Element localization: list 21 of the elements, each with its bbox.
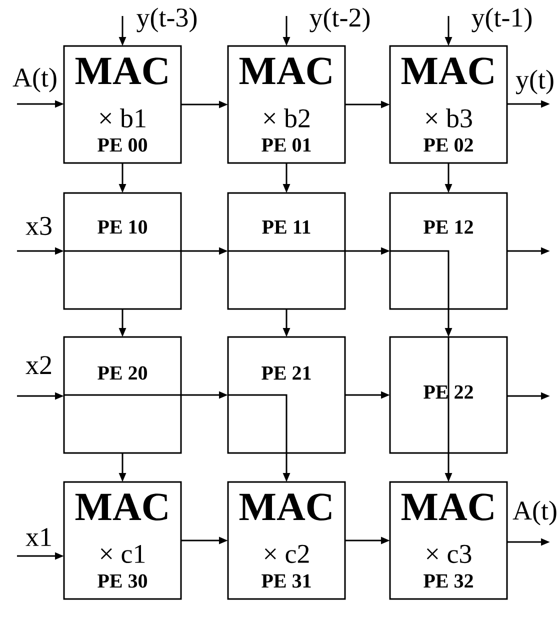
edge-label: x3	[26, 216, 52, 236]
edge-label: A(t)	[12, 68, 56, 92]
pe-box: PE 10	[63, 192, 182, 310]
pe-box: MAC × b3 PE 02	[389, 45, 508, 164]
pe-box: PE 22	[389, 336, 508, 454]
pe-box: MAC × c1 PE 30	[63, 481, 182, 600]
edge-label: y(t-1)	[472, 8, 532, 32]
pe-box: MAC × c2 PE 31	[227, 481, 346, 600]
pe-box: PE 11	[227, 192, 346, 310]
pe-box: PE 12	[389, 192, 508, 310]
pe-box: PE 20	[63, 336, 182, 454]
edge-label: x1	[26, 528, 51, 546]
pe-box: MAC × c3 PE 32	[389, 481, 508, 600]
edge-label: y(t-3)	[136, 8, 197, 32]
edge-label: y(t)	[516, 70, 554, 94]
pe-box: MAC × b2 PE 01	[227, 45, 346, 164]
edge-label: A(t)	[512, 500, 556, 526]
pe-box: MAC × b1 PE 00	[63, 45, 182, 164]
edge-label: x2	[26, 356, 52, 374]
edge-label: y(t-2)	[310, 8, 370, 32]
pe-box: PE 21	[227, 336, 346, 454]
